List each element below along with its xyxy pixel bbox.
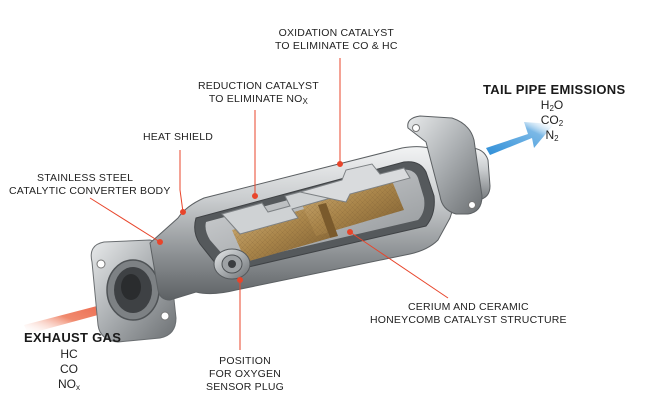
oxidation-line1: OXIDATION CATALYST xyxy=(278,27,395,39)
outlet-flange xyxy=(407,115,491,215)
sensor-line3: SENSOR PLUG xyxy=(206,381,285,393)
sensor-line1: POSITION xyxy=(219,355,271,367)
oxygen-sensor-plug xyxy=(213,248,251,280)
exhaust-gas-1: CO xyxy=(52,362,86,377)
reduction-catalyst-label: REDUCTION CATALYST TO ELIMINATE NOx xyxy=(198,80,319,106)
reduction-line2-text: TO ELIMINATE NO xyxy=(208,93,303,105)
tailpipe-gas-2-base: N xyxy=(545,128,555,142)
tailpipe-emissions-title: TAIL PIPE EMISSIONS xyxy=(483,82,626,97)
baffle-plates xyxy=(221,163,411,235)
exhaust-gas-0: HC xyxy=(52,347,86,362)
tailpipe-gas-0-base: H xyxy=(540,98,550,112)
honeycomb-line2: HONEYCOMB CATALYST STRUCTURE xyxy=(370,314,567,326)
reduction-line1: REDUCTION CATALYST xyxy=(198,80,319,92)
oxidation-line2: TO ELIMINATE CO & HC xyxy=(275,40,398,52)
sensor-plug-label: POSITION FOR OXYGEN SENSOR PLUG xyxy=(206,355,284,394)
honeycomb-catalyst xyxy=(232,176,404,262)
tailpipe-gas-0-sub: 2 xyxy=(549,104,554,113)
tailpipe-gas-1-base: CO xyxy=(540,113,559,127)
tailpipe-gas-1-sub: 2 xyxy=(558,119,564,128)
exhaust-gas-0-base: HC xyxy=(60,347,78,361)
exhaust-gas-1-base: CO xyxy=(60,362,78,376)
exhaust-gas-2-sub: x xyxy=(76,383,80,392)
exhaust-gas-2-base: NO xyxy=(58,377,76,391)
honeycomb-label: CERIUM AND CERAMIC HONEYCOMB CATALYST ST… xyxy=(370,301,567,327)
oxidation-catalyst-label: OXIDATION CATALYST TO ELIMINATE CO & HC xyxy=(275,27,398,53)
body-line2: CATALYTIC CONVERTER BODY xyxy=(9,185,171,197)
inlet-flange xyxy=(90,239,177,343)
tailpipe-gas-0: H2O xyxy=(534,98,570,113)
body-line1: STAINLESS STEEL xyxy=(37,172,134,184)
reduction-line2-sub: x xyxy=(302,97,309,106)
heat-shield-label: HEAT SHIELD xyxy=(143,131,214,143)
reduction-line2: TO ELIMINATE NOx xyxy=(198,93,319,106)
leader-lines xyxy=(89,58,449,350)
honeycomb-line1: CERIUM AND CERAMIC xyxy=(407,301,529,313)
tailpipe-gas-2-sub: 2 xyxy=(554,134,559,143)
tailpipe-gas-0-tail: O xyxy=(553,98,564,112)
sensor-line2: FOR OXYGEN xyxy=(209,368,282,380)
tailpipe-gas-list: H2O CO2 N2 xyxy=(534,98,570,143)
tailpipe-arrow xyxy=(486,122,554,155)
tailpipe-gas-1: CO2 xyxy=(534,113,570,128)
exhaust-gas-2: NOx xyxy=(52,377,86,392)
converter-body-label: STAINLESS STEEL CATALYTIC CONVERTER BODY xyxy=(9,172,171,198)
exhaust-gas-list: HC CO NOx xyxy=(52,347,86,392)
exhaust-arrow xyxy=(24,287,146,334)
tailpipe-gas-2: N2 xyxy=(534,128,570,143)
exhaust-gas-title: EXHAUST GAS xyxy=(24,330,122,345)
